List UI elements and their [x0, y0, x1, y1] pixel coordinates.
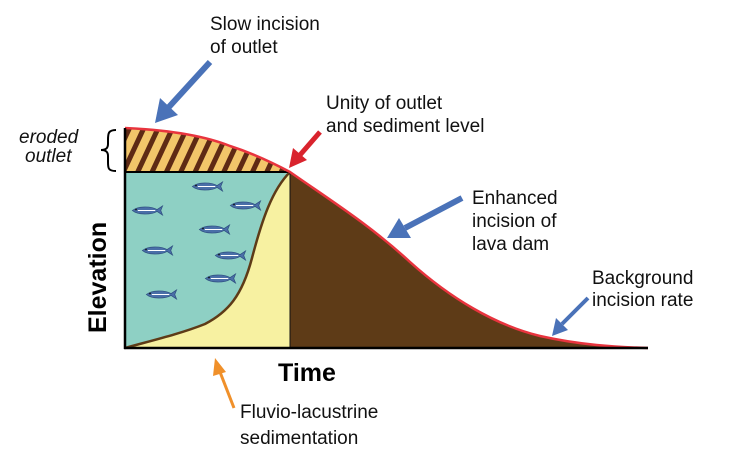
- curly-brace: [100, 129, 117, 172]
- annotation-enhanced-line3: lava dam: [472, 234, 549, 255]
- annotation-enhanced-line2: incision of: [472, 211, 557, 232]
- annotation-slow-incision-line2: of outlet: [210, 37, 278, 58]
- lava-dam-region: [290, 172, 648, 348]
- arrow-unity-shaft: [298, 130, 322, 157]
- arrow-background-head: [552, 318, 568, 336]
- sediment-region: [125, 172, 290, 348]
- lake-region: [125, 172, 290, 348]
- arrow-enhanced-shaft: [403, 195, 464, 231]
- annotation-unity-line2: and sediment level: [326, 116, 484, 137]
- arrow-slow-incision-shaft: [165, 59, 213, 111]
- arrow-fluvio-head: [213, 358, 226, 376]
- arrow-enhanced-head: [387, 218, 411, 238]
- arrow-background-shaft: [560, 296, 590, 326]
- annotation-fluvio-line1: Fluvio-lacustrine: [240, 402, 378, 423]
- annotation-background-line2: incision rate: [592, 290, 693, 311]
- eroded-outlet-label-line2: outlet: [25, 146, 72, 167]
- annotation-slow-incision-line1: Slow incision: [210, 14, 320, 35]
- arrow-slow-incision-head: [155, 98, 178, 123]
- outlet-elevation-curve: [124, 126, 649, 350]
- eroded-outlet-band: [125, 128, 290, 172]
- annotation-unity-line1: Unity of outlet: [326, 93, 443, 114]
- eroded-outlet-label-line1: eroded: [19, 127, 80, 148]
- annotation-enhanced-line1: Enhanced: [472, 188, 558, 209]
- arrow-fluvio-shaft: [218, 371, 236, 409]
- sediment-surface-curve: [124, 171, 291, 350]
- annotation-background-line1: Background: [592, 268, 693, 289]
- arrow-unity-head: [289, 148, 307, 168]
- y-axis-label: Elevation: [84, 222, 112, 333]
- annotation-fluvio-line2: sedimentation: [240, 428, 358, 449]
- x-axis-label: Time: [278, 359, 336, 387]
